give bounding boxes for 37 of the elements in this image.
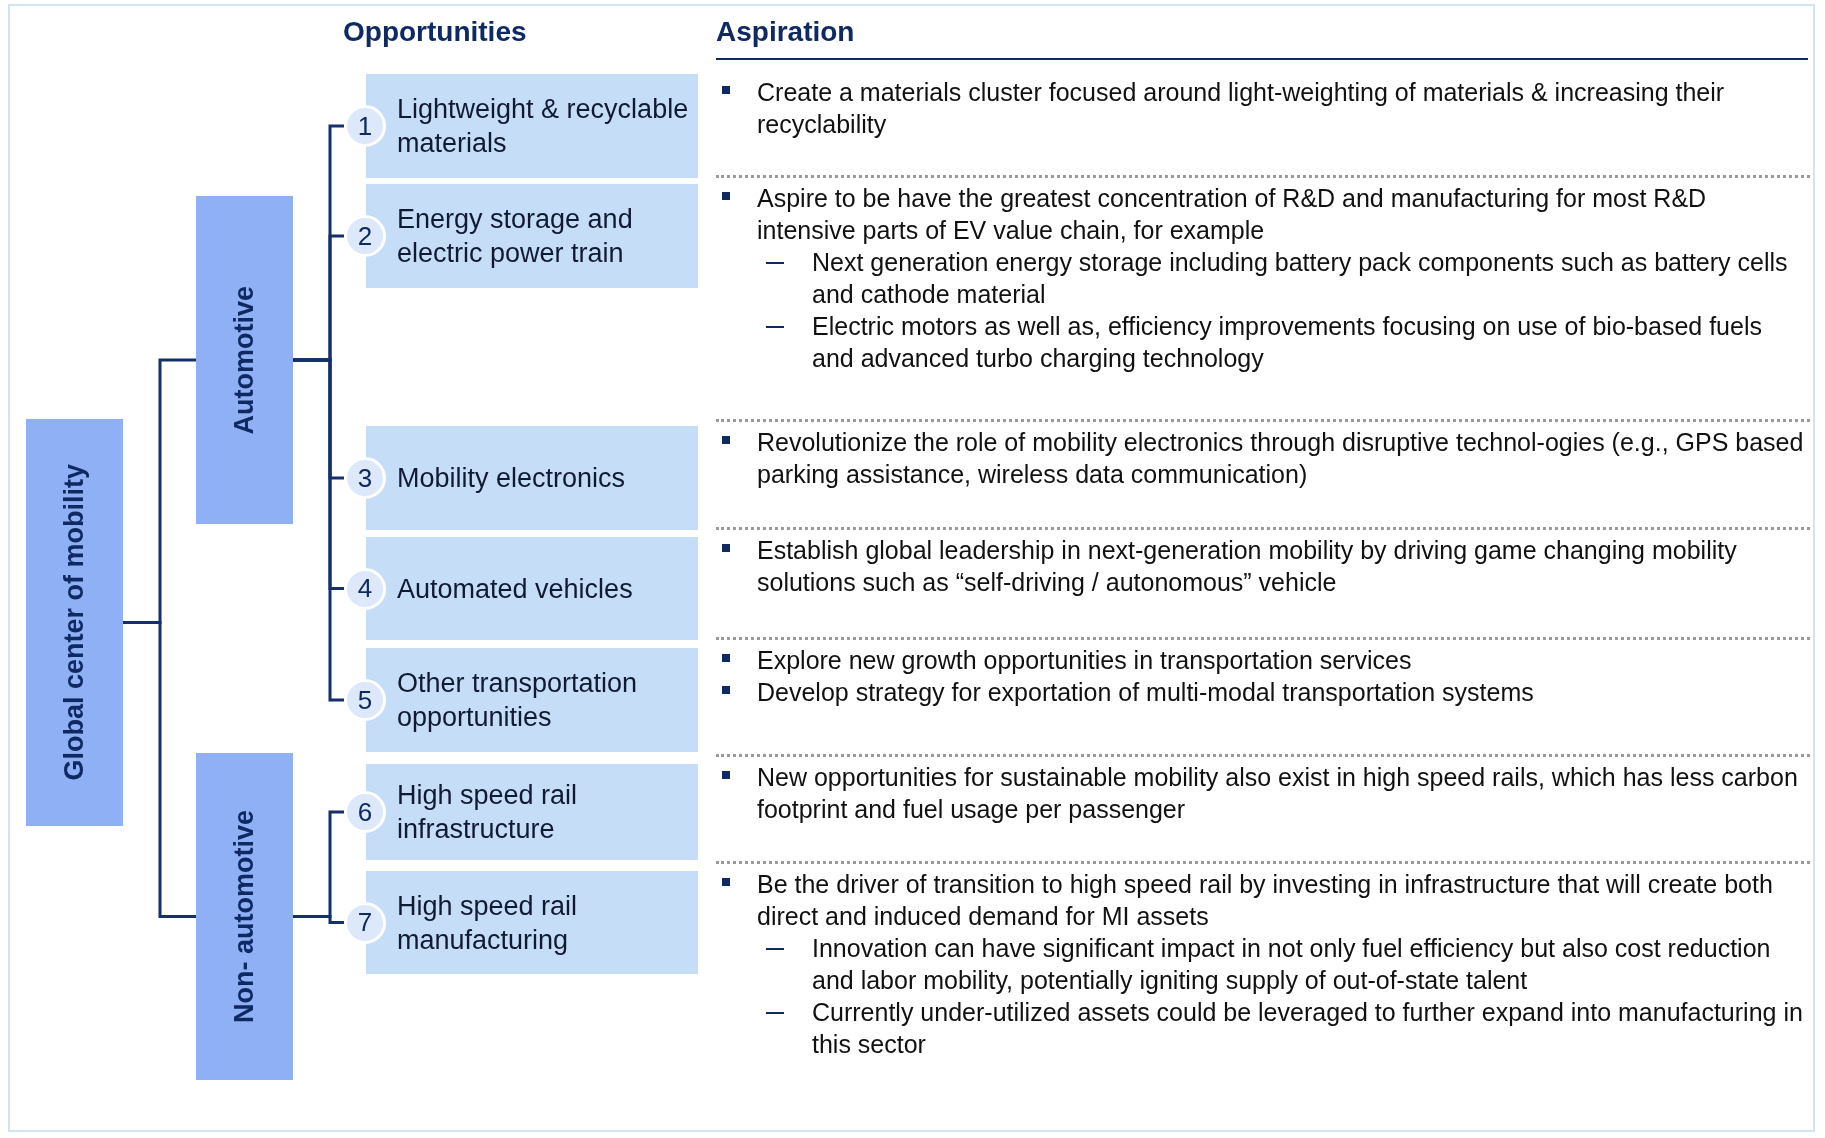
number-label: 1 (357, 110, 373, 142)
connector-line (123, 621, 196, 918)
opportunity-label: Energy storage and electric power train (397, 203, 634, 270)
opportunity-label: High speed rail infrastructure (397, 779, 579, 846)
connector-line (293, 358, 344, 702)
sub-bullet-text: Next generation energy storage including battery pack components such as battery cells and cathode material (812, 248, 1788, 308)
number-label: 6 (357, 796, 373, 828)
number-label: 2 (357, 220, 373, 252)
bullet-text: Create a materials cluster focused around light-weighting of materials & increasing their recyclability (757, 78, 1725, 138)
category-box (196, 753, 293, 1080)
bullet-text: Aspire to be have the greatest concentration of R&D and manufacturing for most R&D intensive parts of EV value chain, for example (757, 184, 1707, 244)
bullet-text: Develop strategy for exportation of multi-modal transportation systems (757, 678, 1534, 706)
category-box (26, 419, 123, 826)
sub-bullet-text: Currently under-utilized assets could be leveraged to further expand into manufacturing in this sector (812, 998, 1803, 1058)
number-label: 3 (357, 462, 373, 494)
category-label: Non- automotive (229, 810, 260, 1023)
bullet-text: New opportunities for sustainable mobility also exist in high speed rails, which has less carbon footprint and fuel usage per passenger (757, 763, 1798, 823)
opportunity-label: High speed rail manufacturing (397, 889, 579, 957)
category-label: Automotive (229, 285, 260, 435)
opportunity-label: Other transportation opportunities (397, 667, 639, 734)
opportunity-label: Mobility electronics (397, 462, 626, 495)
bullet-text: Establish global leadership in next-generation mobility by driving game changing mobility solutions such as “self-driving / autonomous” vehicle (757, 536, 1737, 596)
number-label: 4 (357, 573, 373, 604)
bullet-text: Explore new growth opportunities in transportation services (757, 646, 1412, 674)
bullet-text: Revolutionize the role of mobility electronics through disruptive technol-ogies (e.g., GPS based parking assistance, wireless data communication) (757, 428, 1804, 488)
opportunity-label: Automated vehicles (397, 572, 633, 606)
category-box (196, 196, 293, 524)
connector-line (293, 915, 344, 924)
bullet-text: Be the driver of transition to high speed rail by investing in infrastructure that will create both direct and induced demand for MI assets (757, 870, 1773, 930)
opportunity-label: Lightweight & recyclable materials (397, 93, 690, 160)
column-heading: Aspiration (716, 16, 855, 48)
column-heading: Opportunities (343, 16, 527, 48)
sub-bullet-text: Electric motors as well as, efficiency improvements focusing on use of bio-based fuels and advanced turbo charging technology (812, 312, 1762, 372)
sub-bullet-text: Innovation can have significant impact in not only fuel efficiency but also cost reduction and labor mobility, potentially igniting supply of out-of-state talent (812, 934, 1771, 994)
category-label: Global center of mobility (59, 464, 90, 781)
number-label: 7 (357, 907, 373, 938)
number-label: 5 (357, 684, 373, 716)
